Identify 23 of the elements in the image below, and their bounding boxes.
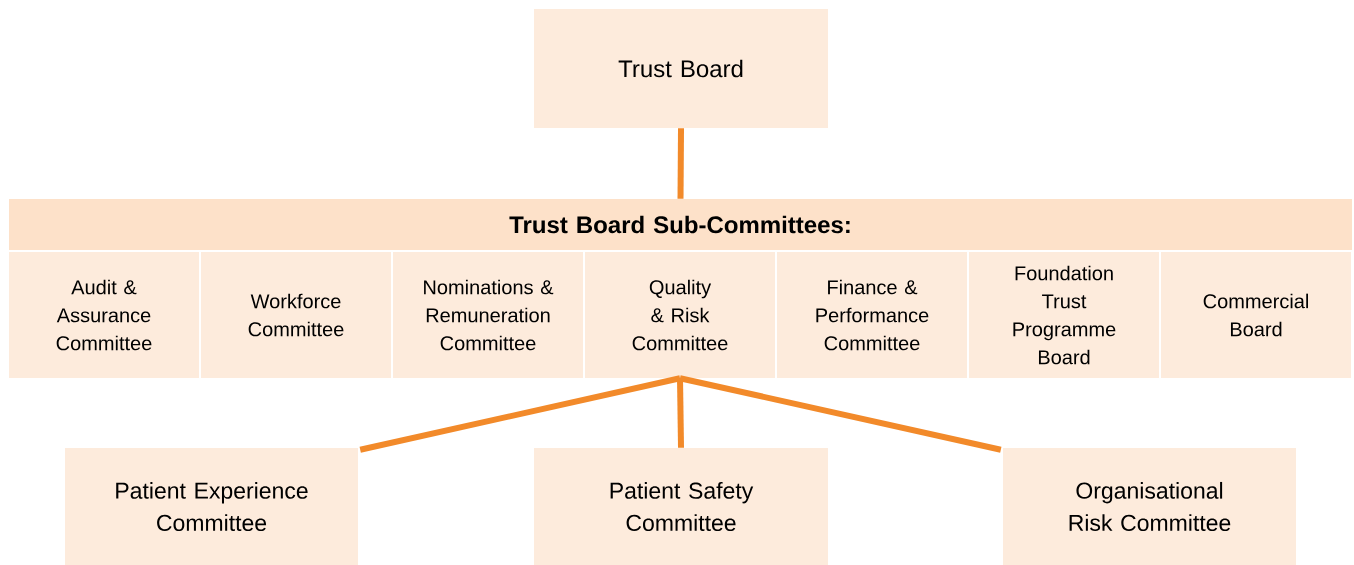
cell: Nominations & Remuneration Committee (393, 252, 583, 378)
connector-line (679, 375, 1002, 453)
node-label: Quality & Risk Committee (632, 279, 728, 351)
box: Patient Safety Committee (534, 448, 828, 565)
cell: Audit & Assurance Committee (9, 252, 199, 378)
cell: Commercial Board (1161, 252, 1351, 378)
connector-line (677, 378, 684, 448)
box: Organisational Risk Committee (1003, 448, 1296, 565)
header-band: Trust Board Sub-Committees: (9, 199, 1352, 250)
node-label: Audit & Assurance Committee (56, 279, 152, 351)
cell: Foundation Trust Programme Board (969, 252, 1159, 378)
node-label: Nominations & Remuneration Committee (424, 279, 554, 351)
node-label: Commercial Board (1203, 293, 1308, 337)
connector-line (359, 375, 681, 453)
node-label: Foundation Trust Programme Board (1013, 265, 1116, 365)
cell: Quality & Risk Committee (585, 252, 775, 378)
cell: Finance & Performance Committee (777, 252, 967, 378)
cell: Workforce Committee (201, 252, 391, 378)
node-label: Workforce Committee (248, 293, 344, 337)
connector-line (677, 128, 684, 199)
box: Trust Board (534, 9, 828, 128)
box: Patient Experience Committee (65, 448, 358, 565)
node-label: Finance & Performance Committee (816, 279, 929, 351)
